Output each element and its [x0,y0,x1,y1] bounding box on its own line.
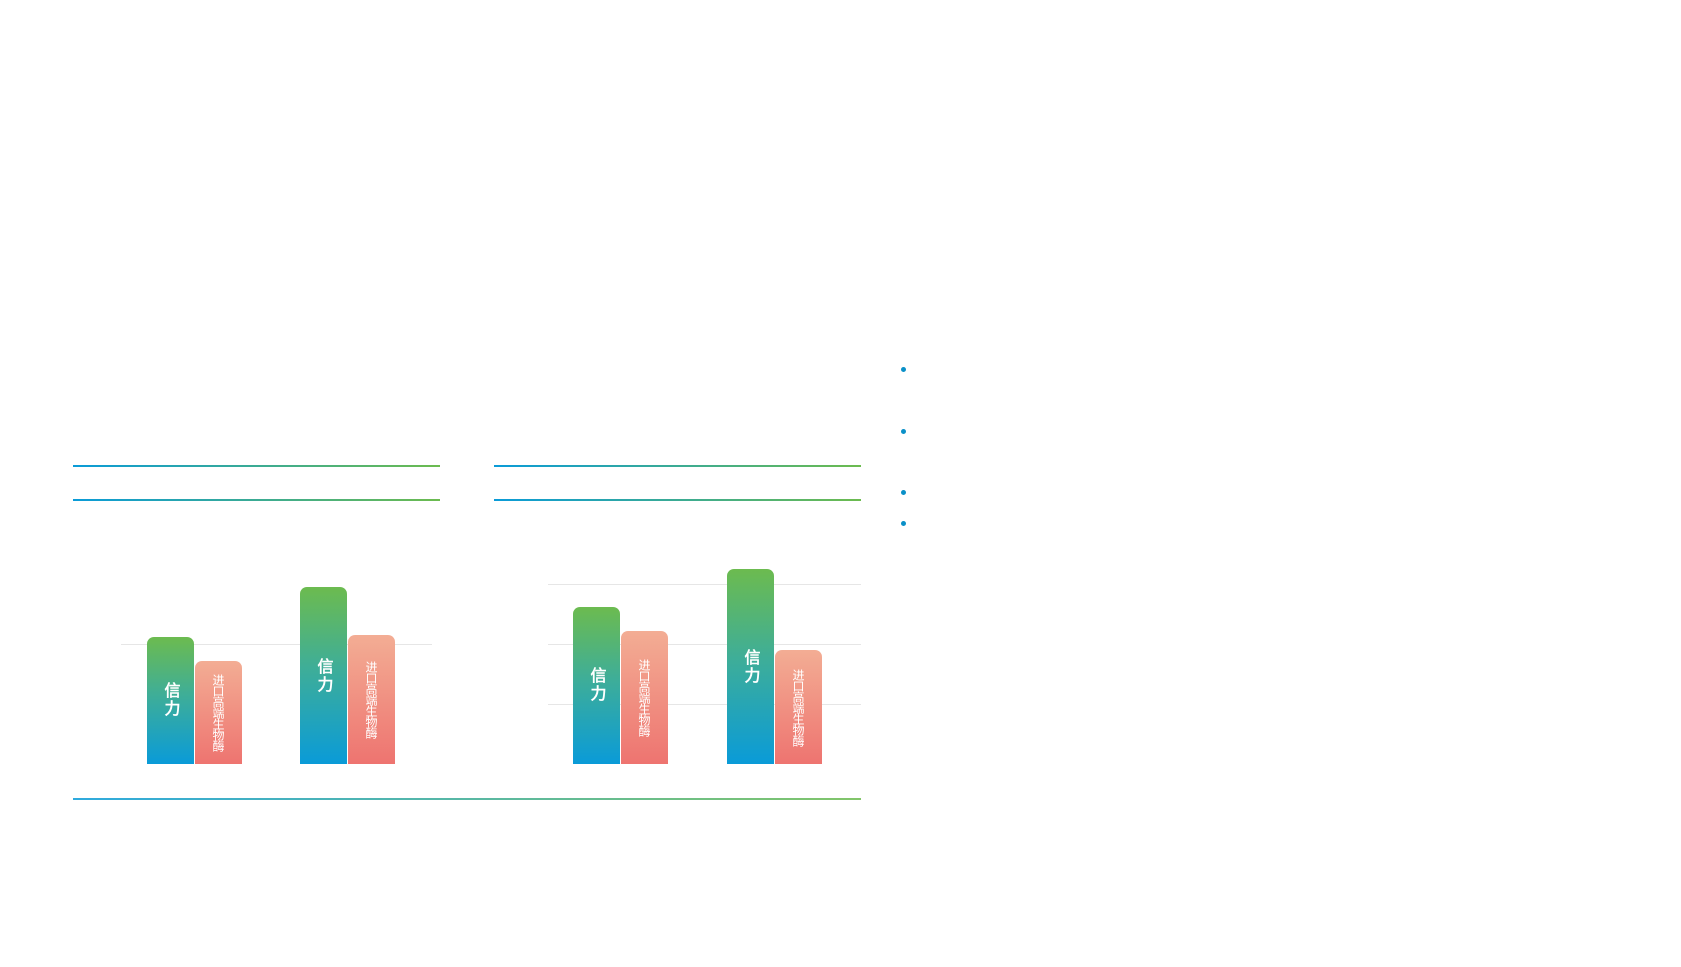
chart-1-header-line-bottom [73,499,440,501]
bar-label: 进口高端生物酶 [364,661,378,738]
bar-xinli: 信力 [147,636,194,764]
bar-label: 信力 [587,667,607,704]
bar-label: 信力 [314,657,334,694]
bar-xinli: 信力 [573,606,620,764]
bar-imported-enzyme: 进口高端生物酶 [621,630,668,764]
footer-divider-line [73,798,861,800]
bar-label: 进口高端生物酶 [791,668,805,746]
bar-xinli: 信力 [727,569,774,764]
chart-2-header-line-top [494,465,861,467]
bar-label: 信力 [741,648,761,685]
gridline [121,644,432,645]
chart-2-header-line-bottom [494,499,861,501]
bar-label: 信力 [161,682,181,719]
bar-xinli: 信力 [300,587,347,764]
chart-1-header-line-top [73,465,440,467]
bullet-3 [901,490,906,495]
bar-imported-enzyme: 进口高端生物酶 [775,650,822,764]
bar-imported-enzyme: 进口高端生物酶 [348,635,395,764]
bullet-4 [901,521,906,526]
bullet-1 [901,367,906,372]
gridline [548,704,861,705]
bar-imported-enzyme: 进口高端生物酶 [195,660,242,764]
gridline [548,644,861,645]
bar-label: 进口高端生物酶 [211,673,225,751]
bullet-2 [901,429,906,434]
bar-label: 进口高端生物酶 [637,658,651,736]
gridline [548,584,861,585]
